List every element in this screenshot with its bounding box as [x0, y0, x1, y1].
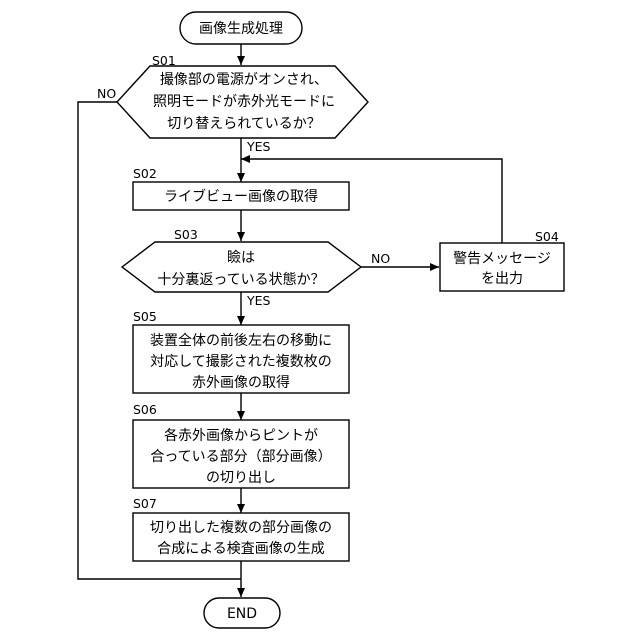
step-label-s04: S04 — [535, 229, 559, 244]
s04-text-line-2: を出力 — [481, 271, 523, 287]
s03-yes-label: YES — [246, 293, 271, 308]
step-label-s02: S02 — [133, 166, 157, 181]
s01-text-line-3: 切り替えられているか？ — [167, 116, 321, 132]
s06-text-line-3: の切り出し — [206, 470, 276, 486]
step-label-s06: S06 — [133, 402, 157, 417]
s07-text-line-2: 合成による検査画像の生成 — [157, 541, 325, 557]
start-label: 画像生成処理 — [199, 21, 283, 37]
end-label: END — [227, 606, 257, 622]
end-terminal: END — [204, 598, 280, 628]
s04-text-line-1: 警告メッセージ — [453, 251, 551, 267]
s01-text-line-2: 照明モードが赤外光モードに — [153, 94, 335, 110]
s02-text-line-1: ライブビュー画像の取得 — [164, 188, 318, 205]
s03-no-label: NO — [371, 251, 390, 266]
s05-text-line-3: 赤外画像の取得 — [192, 374, 290, 391]
s05-text-line-2: 対応して撮影された複数枚の — [150, 353, 332, 370]
s06-text-line-1: 各赤外画像からピントが — [164, 428, 318, 444]
step-label-s03: S03 — [174, 227, 198, 242]
s01-no-label: NO — [97, 86, 116, 101]
s05-text-line-1: 装置全体の前後左右の移動に — [150, 332, 332, 349]
s03-text-line-1: 瞼は — [227, 250, 255, 266]
step-label-s07: S07 — [133, 496, 157, 511]
step-label-s05: S05 — [133, 309, 157, 324]
s01-text-line-1: 撮像部の電源がオンされ、 — [160, 71, 328, 88]
start-terminal: 画像生成処理 — [180, 12, 302, 44]
decision-s01: S01 撮像部の電源がオンされ、 照明モードが赤外光モードに 切り替えられている… — [117, 53, 368, 138]
s01-yes-label: YES — [246, 139, 271, 154]
s03-text-line-2: 十分裏返っている状態か？ — [157, 271, 324, 288]
s06-text-line-2: 合っている部分（部分画像） — [150, 449, 331, 465]
s07-text-line-1: 切り出した複数の部分画像の — [150, 519, 332, 536]
